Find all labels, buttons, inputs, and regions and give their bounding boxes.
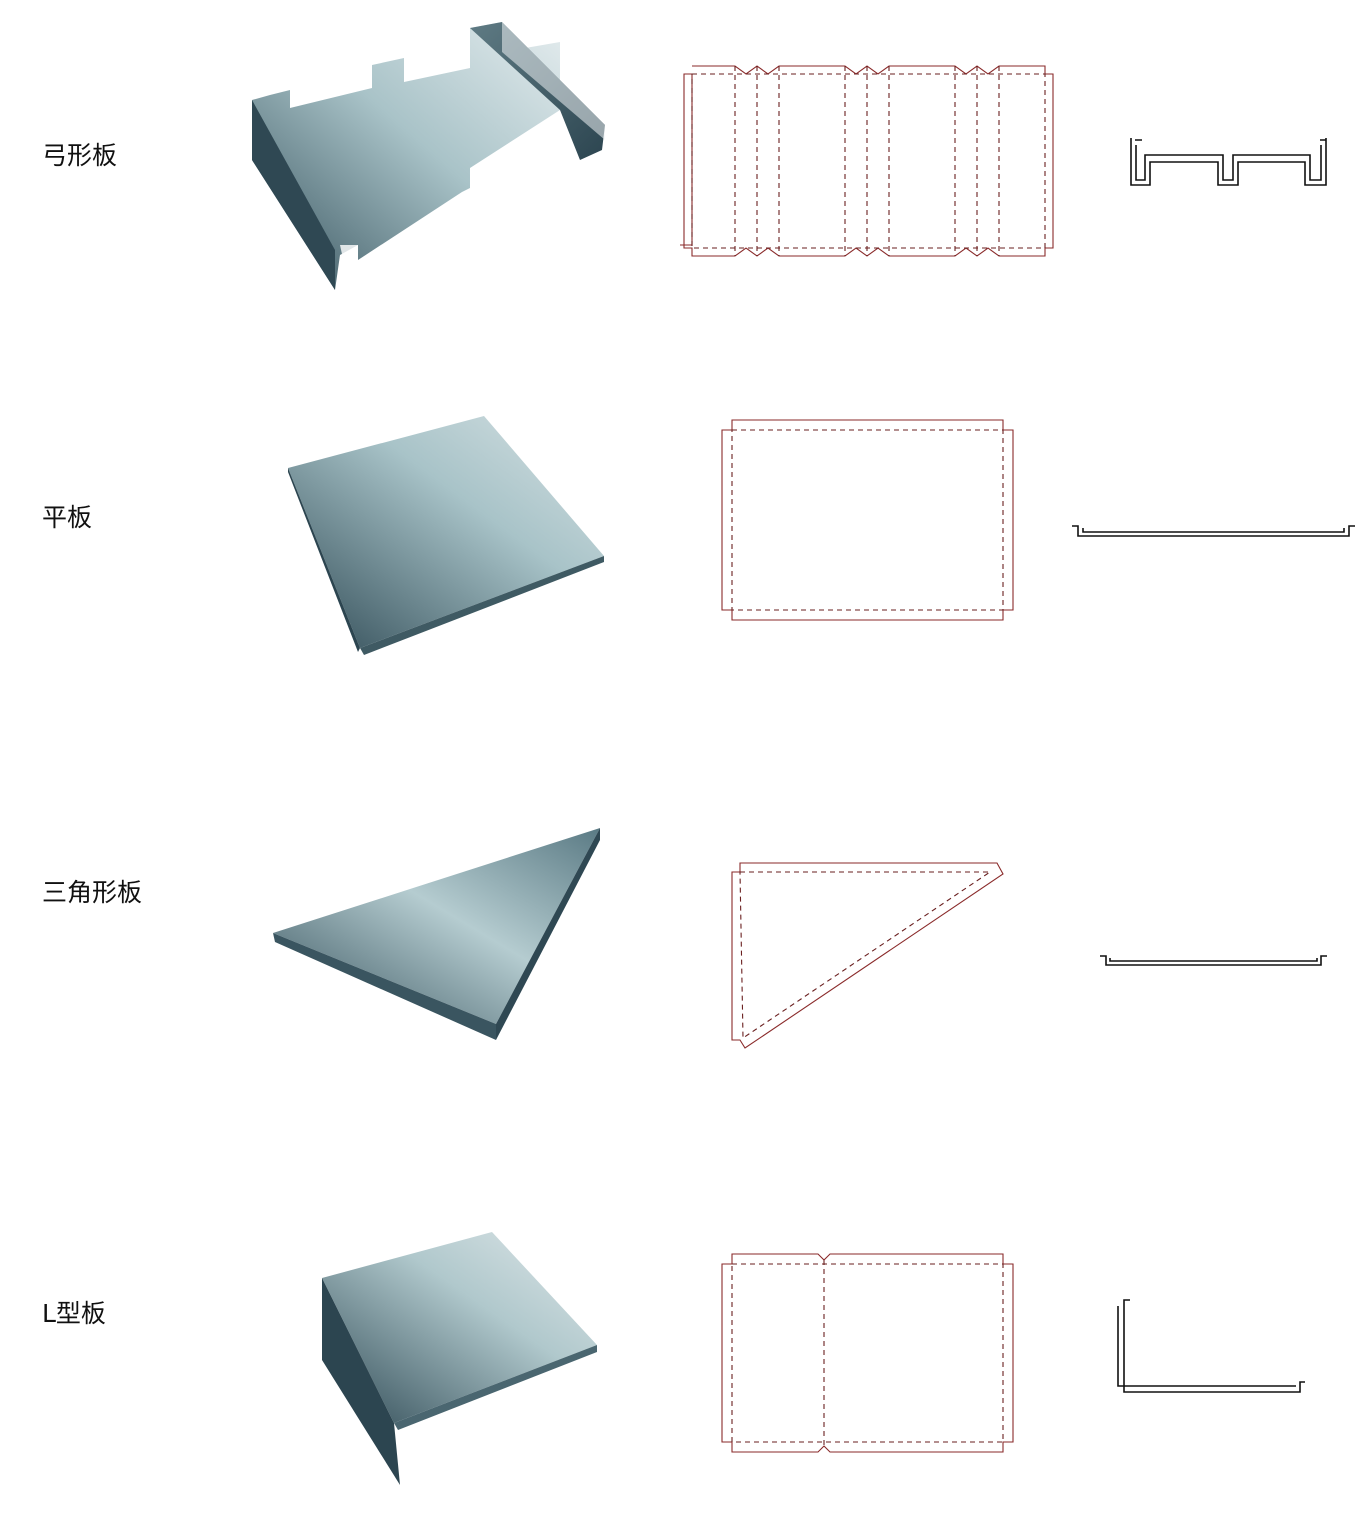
panel-label-flat: 平板: [42, 503, 93, 532]
panel-label-angle: L型板: [42, 1299, 106, 1328]
angle-section: [1117, 1299, 1305, 1393]
flat-panel-render: [288, 416, 604, 655]
triangle-flat-pattern: [731, 862, 1004, 1049]
panel-row-angle: L型板: [0, 1220, 1367, 1520]
panel-row-channel: 弓形板: [0, 0, 1367, 330]
angle-flat-pattern: [721, 1253, 1014, 1453]
triangle-panel-render: [273, 828, 600, 1040]
panel-label-triangle: 三角形板: [42, 878, 143, 907]
panel-diagram-channel: [252, 22, 1327, 290]
channel-panel-render: [252, 22, 605, 290]
channel-flat-pattern: [680, 65, 1054, 257]
panel-label-channel: 弓形板: [42, 141, 118, 170]
angle-panel-render: [322, 1232, 597, 1485]
panel-diagram-triangle: [273, 828, 1327, 1049]
triangle-section: [1100, 955, 1327, 966]
flat-flat-pattern: [721, 419, 1014, 621]
panel-diagram-flat: [288, 416, 1355, 655]
panel-row-flat: 平板: [0, 380, 1367, 700]
panel-diagram-angle: [322, 1232, 1305, 1485]
flat-section: [1072, 525, 1355, 537]
channel-section: [1130, 138, 1327, 186]
panel-row-triangle: 三角形板: [0, 800, 1367, 1090]
